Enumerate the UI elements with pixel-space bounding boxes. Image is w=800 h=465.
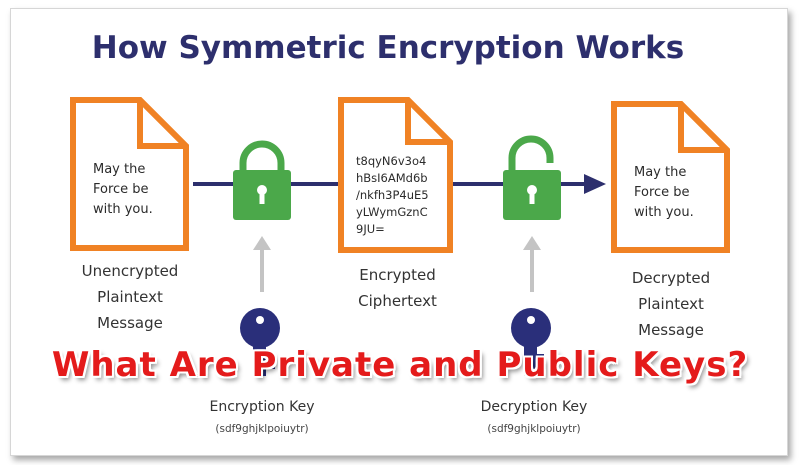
ciphertext-document-icon [338, 97, 453, 253]
text-line: May the [93, 162, 146, 177]
caption-line: Unencrypted [81, 262, 179, 280]
decrypted-document-text: May the Force be with you. [634, 163, 694, 223]
plaintext-document-text: May the Force be with you. [93, 160, 153, 220]
caption-line: Ciphertext [358, 292, 437, 310]
caption-line: Message [97, 314, 163, 332]
text-line: 9JU= [356, 222, 385, 236]
decryption-up-arrow-icon [523, 236, 541, 292]
ciphertext-document-text: t8qyN6v3o4 hBsI6AMd6b /nkfh3P4uE5 yLWymG… [356, 153, 429, 238]
encryption-key-code: (sdf9ghjklpoiuytr) [215, 423, 309, 435]
text-line: yLWymGznC [356, 205, 428, 219]
locked-padlock-icon [233, 140, 291, 220]
text-line: with you. [93, 202, 153, 217]
text-line: Force be [93, 182, 149, 197]
text-line: hBsI6AMd6b [356, 171, 428, 185]
decryption-key-label: Decryption Key [480, 399, 588, 415]
unlocked-padlock-icon [503, 135, 561, 220]
text-line: Force be [634, 185, 690, 200]
decryption-key-code: (sdf9ghjklpoiuytr) [487, 423, 581, 435]
encryption-key-label: Encryption Key [209, 399, 315, 415]
decryption-key-icon [511, 308, 551, 376]
text-line: with you. [634, 205, 694, 220]
encryption-key-icon [240, 308, 280, 376]
caption-line: Plaintext [97, 288, 163, 306]
text-line: /nkfh3P4uE5 [356, 188, 429, 202]
decrypted-caption: Decrypted Plaintext Message [601, 265, 741, 343]
encrypted-caption: Encrypted Ciphertext [330, 262, 465, 314]
unencrypted-caption: Unencrypted Plaintext Message [60, 258, 200, 336]
decrypted-document-icon [611, 101, 730, 253]
text-line: t8qyN6v3o4 [356, 154, 427, 168]
caption-line: Message [638, 321, 704, 339]
caption-line: Plaintext [638, 295, 704, 313]
overlay-headline: What Are Private and Public Keys? [51, 345, 749, 385]
text-line: May the [634, 165, 687, 180]
flow-arrowhead [584, 174, 606, 194]
caption-line: Decrypted [631, 269, 711, 287]
diagram-title: How Symmetric Encryption Works [91, 30, 685, 66]
encryption-up-arrow-icon [253, 236, 271, 292]
plaintext-document-icon [70, 97, 189, 251]
caption-line: Encrypted [359, 266, 436, 284]
